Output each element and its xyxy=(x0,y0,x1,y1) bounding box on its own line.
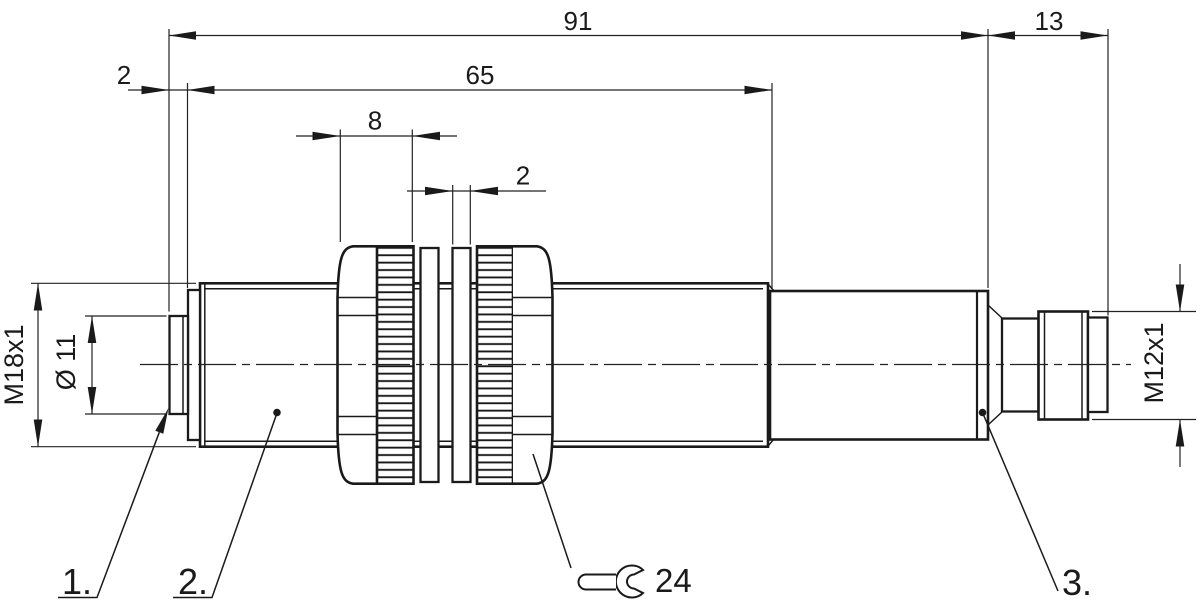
callout-3-connector: 3. xyxy=(978,408,1092,603)
dimension-tip-offset: 2 xyxy=(117,60,772,95)
callout-1-label: 1. xyxy=(62,561,92,602)
dimension-overall-length: 91 xyxy=(169,6,988,40)
dimension-connector-thread: M12x1 xyxy=(1139,264,1185,467)
dimension-body-thread: M18x1 xyxy=(0,283,43,447)
callout-2-label: 2. xyxy=(178,561,208,602)
sensor-body xyxy=(140,245,1131,485)
dim-label-8: 8 xyxy=(368,106,382,136)
dim-label-diameter-11: Ø 11 xyxy=(51,334,81,391)
wrench-icon xyxy=(577,564,645,599)
extension-lines xyxy=(31,29,1196,448)
dim-label-m12x1: M12x1 xyxy=(1139,322,1169,403)
dim-label-2-washer: 2 xyxy=(516,161,530,191)
callout-wrench-size: 24 xyxy=(532,453,692,599)
dim-label-2-tip: 2 xyxy=(117,60,131,90)
dimension-washer-thickness: 2 xyxy=(407,161,546,196)
callout-1-sensing-face: 1. xyxy=(58,408,169,602)
sensor-rear-housing xyxy=(768,289,990,441)
callouts: 1. 2. 3. 24 xyxy=(58,408,1092,603)
callout-3-label: 3. xyxy=(1062,562,1092,603)
dim-label-13: 13 xyxy=(1035,6,1064,36)
wrench-size-label: 24 xyxy=(655,562,692,599)
dim-label-91: 91 xyxy=(564,6,593,36)
callout-2-housing: 2. xyxy=(173,408,281,602)
dimension-connector-length: 13 xyxy=(988,6,1108,40)
dimension-sensing-diameter: Ø 11 xyxy=(51,316,97,414)
connector-thread xyxy=(1037,310,1090,421)
dimension-nut-width: 8 xyxy=(296,106,457,141)
dimensions: 91 13 2 65 8 xyxy=(0,6,1196,467)
clamp-nut-left xyxy=(336,245,377,485)
dimension-thread-length: 65 xyxy=(187,60,772,95)
dim-label-65: 65 xyxy=(466,60,495,90)
dim-label-m18x1: M18x1 xyxy=(0,324,29,405)
